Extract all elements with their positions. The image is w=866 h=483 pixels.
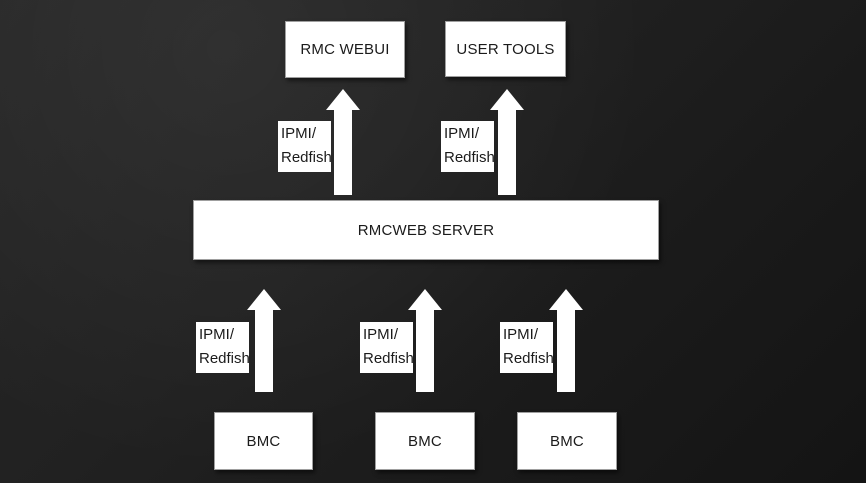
protocol-label-line2: Redfish [281,149,332,166]
up-arrow-icon-bmc1-to-server [247,289,281,392]
arrow-shaft [557,309,575,392]
protocol-label-line1: IPMI/ [503,326,539,343]
protocol-label-line1: IPMI/ [444,125,480,142]
up-arrow-icon-bmc2-to-server [408,289,442,392]
protocol-label-usertools: IPMI/ Redfish [441,121,495,172]
node-user-tools: USER TOOLS [445,21,566,77]
protocol-label-line2: Redfish [444,149,495,166]
protocol-label-bmc3: IPMI/ Redfish [500,322,554,373]
arrow-shaft [416,309,434,392]
protocol-label-line1: IPMI/ [281,125,317,142]
node-rmc-webui: RMC WEBUI [285,21,405,78]
node-user-tools-label: USER TOOLS [456,40,555,58]
arrow-head [549,289,583,310]
protocol-label-bmc1: IPMI/ Redfish [196,322,250,373]
node-bmc-left-label: BMC [246,432,281,450]
node-rmcweb-server: RMCWEB SERVER [193,200,659,260]
node-bmc-right: BMC [517,412,617,470]
protocol-label-line1: IPMI/ [199,326,235,343]
arrow-head [490,89,524,110]
node-bmc-middle-label: BMC [408,432,442,450]
arrow-head [247,289,281,310]
node-bmc-middle: BMC [375,412,475,470]
node-rmcweb-server-label: RMCWEB SERVER [357,221,495,239]
protocol-label-line2: Redfish [503,350,554,367]
up-arrow-icon-server-to-webui [326,89,360,195]
arrow-head [408,289,442,310]
protocol-label-bmc2: IPMI/ Redfish [360,322,414,373]
protocol-label-line2: Redfish [363,350,414,367]
arrow-shaft [255,309,273,392]
arrow-head [326,89,360,110]
arrow-shaft [334,109,352,195]
node-rmc-webui-label: RMC WEBUI [300,41,390,58]
node-bmc-left: BMC [214,412,313,470]
up-arrow-icon-bmc3-to-server [549,289,583,392]
arrow-shaft [498,109,516,195]
protocol-label-webui: IPMI/ Redfish [278,121,332,172]
protocol-label-line2: Redfish [199,350,250,367]
up-arrow-icon-server-to-usertools [490,89,524,195]
protocol-label-line1: IPMI/ [363,326,399,343]
node-bmc-right-label: BMC [550,432,584,450]
